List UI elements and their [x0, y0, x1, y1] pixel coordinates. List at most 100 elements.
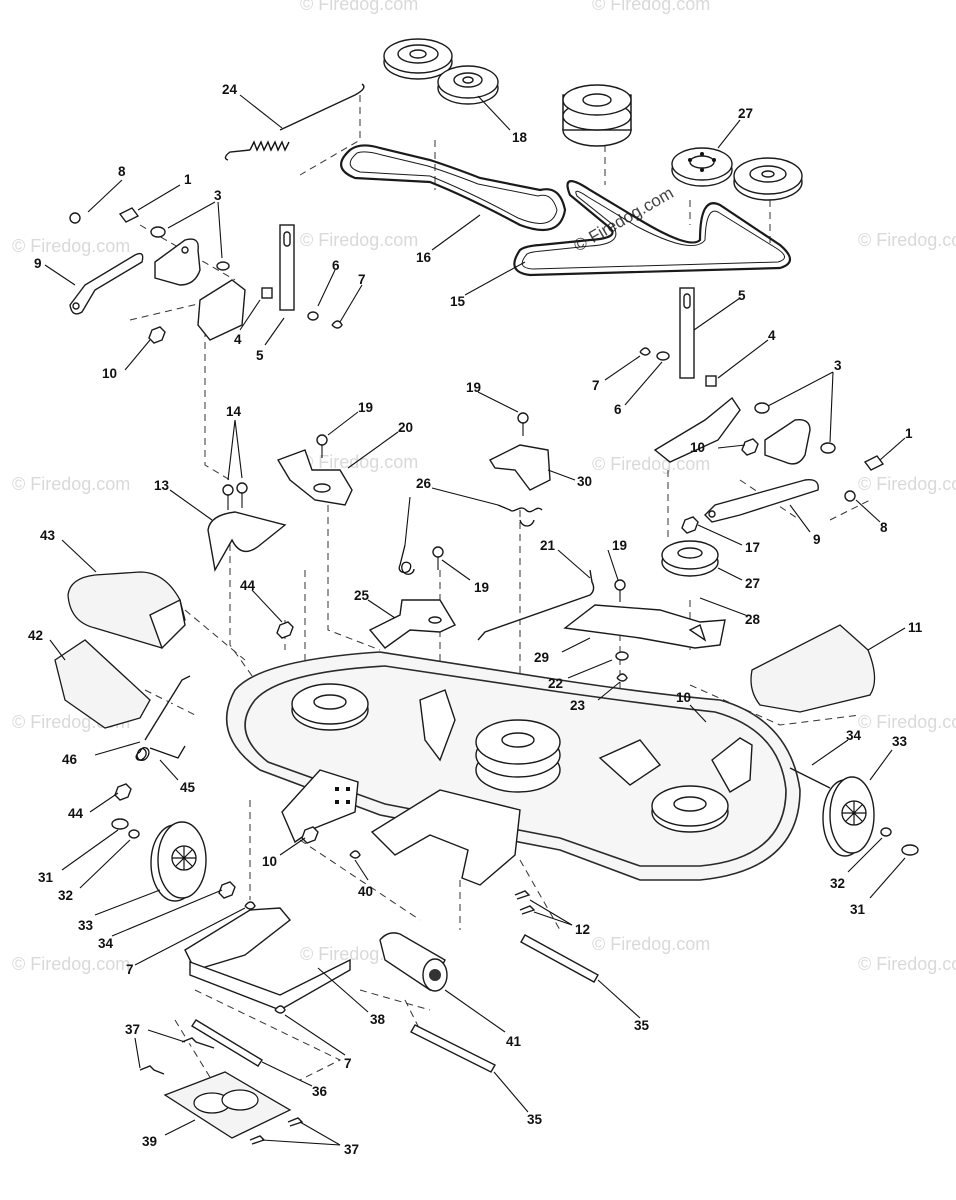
callout-label: 8 — [118, 164, 126, 179]
watermark-text: © Firedog.com — [300, 452, 418, 472]
small-hardware-left — [69, 207, 343, 344]
callout-label: 1 — [184, 172, 192, 187]
watermark-text: © Firedog.com — [858, 474, 956, 494]
callout-label: 5 — [738, 288, 746, 303]
callout-label: 34 — [846, 728, 862, 743]
callout-label: 35 — [634, 1018, 650, 1033]
callout-label: 14 — [226, 404, 242, 419]
callout-label: 39 — [142, 1134, 157, 1149]
hitch-bracket — [370, 789, 521, 886]
callout-label: 16 — [416, 250, 432, 265]
callout-label: 17 — [745, 540, 760, 555]
callout-label: 4 — [768, 328, 776, 343]
callout-label: 9 — [813, 532, 821, 547]
callout-label: 19 — [612, 538, 627, 553]
callout-label: 10 — [262, 854, 277, 869]
callout-label: 33 — [892, 734, 908, 749]
pulley-idler-top-left — [383, 38, 453, 80]
callout-label: 3 — [834, 358, 842, 373]
bracket-4-right — [653, 396, 741, 463]
callout-label: 18 — [512, 130, 528, 145]
bracket-38 — [184, 907, 351, 1011]
mower-deck — [225, 651, 801, 881]
callout-label: 5 — [256, 348, 264, 363]
bolts-lower — [139, 826, 536, 1145]
watermark-text: © Firedog.com — [300, 0, 418, 14]
bracket-right-deck — [711, 737, 753, 793]
watermark-text: © Firedog.com — [12, 954, 130, 974]
watermark-text: © Firedog.com — [858, 230, 956, 250]
belt-cover-11 — [750, 624, 876, 713]
callout-label: 31 — [38, 870, 54, 885]
springs-mid — [398, 504, 543, 575]
idler-plate-5-right — [679, 287, 695, 379]
callout-label: 21 — [540, 538, 556, 553]
bracket-30 — [488, 444, 551, 491]
watermark-text: © Firedog.com — [858, 712, 956, 732]
callout-label: 7 — [358, 272, 366, 287]
spindle-cylinder-41 — [379, 932, 448, 992]
callout-label: 34 — [98, 936, 114, 951]
bracket-4-left — [197, 279, 246, 341]
watermark-text: © Firedog.com — [858, 954, 956, 974]
callout-label: 27 — [738, 106, 753, 121]
callout-label: 29 — [534, 650, 549, 665]
callout-label: 1 — [905, 426, 913, 441]
callout-label: 32 — [58, 888, 73, 903]
watermark-text: © Firedog.com — [592, 0, 710, 14]
chute-43 — [67, 571, 186, 650]
small-hardware-right — [639, 347, 885, 534]
callout-label: 19 — [466, 380, 481, 395]
rod-46-spring-45 — [135, 675, 191, 761]
callout-label: 7 — [344, 1056, 352, 1071]
callout-label: 44 — [240, 578, 256, 593]
callout-label: 4 — [234, 332, 242, 347]
callout-label: 20 — [398, 420, 413, 435]
bracket-25 — [368, 599, 456, 649]
pulley-27-right — [661, 540, 719, 577]
callout-label: 23 — [570, 698, 586, 713]
pulley-18 — [437, 65, 499, 105]
callout-label: 7 — [126, 962, 134, 977]
watermark-text: © Firedog.com — [592, 454, 710, 474]
bracket-10-front — [281, 769, 359, 844]
rod-21 — [477, 569, 595, 641]
alignment-lines — [129, 95, 871, 1111]
belt-16 — [340, 144, 567, 232]
watermark-text: © Firedog.com — [12, 236, 130, 256]
callout-label: 8 — [880, 520, 888, 535]
watermark-text: © Firedog.com — [300, 230, 418, 250]
callout-label: 41 — [506, 1034, 522, 1049]
chute-deflector-42 — [54, 639, 151, 729]
callout-label: 22 — [548, 676, 563, 691]
bracket-left — [154, 238, 201, 286]
watermark-text: © Firedog.com — [12, 474, 130, 494]
wheel-33-right — [822, 776, 875, 857]
wheel-33-left — [150, 821, 207, 902]
callout-label: 12 — [575, 922, 590, 937]
callout-label: 3 — [214, 188, 222, 203]
callout-label: 11 — [908, 620, 923, 635]
callout-label: 37 — [344, 1142, 359, 1157]
callout-label: 36 — [312, 1084, 328, 1099]
idler-arm-right — [704, 479, 819, 523]
callout-label: 10 — [690, 440, 705, 455]
plate-39 — [163, 1071, 292, 1139]
pulley-top-right — [733, 157, 803, 201]
callout-label: 28 — [745, 612, 761, 627]
callout-label: 45 — [180, 780, 196, 795]
shield-13 — [207, 511, 287, 573]
rods-35-36 — [191, 934, 599, 1073]
callout-label: 10 — [676, 690, 691, 705]
callout-label: 9 — [34, 256, 42, 271]
bracket-right — [764, 419, 811, 465]
callout-label: 38 — [370, 1012, 386, 1027]
callout-label: 35 — [527, 1112, 543, 1127]
callout-label: 33 — [78, 918, 94, 933]
pulley-27-top — [671, 147, 733, 187]
callout-label: 6 — [332, 258, 340, 273]
callout-label: 42 — [28, 628, 43, 643]
callout-label: 32 — [830, 876, 845, 891]
callout-label: 6 — [614, 402, 622, 417]
callout-label: 7 — [592, 378, 600, 393]
